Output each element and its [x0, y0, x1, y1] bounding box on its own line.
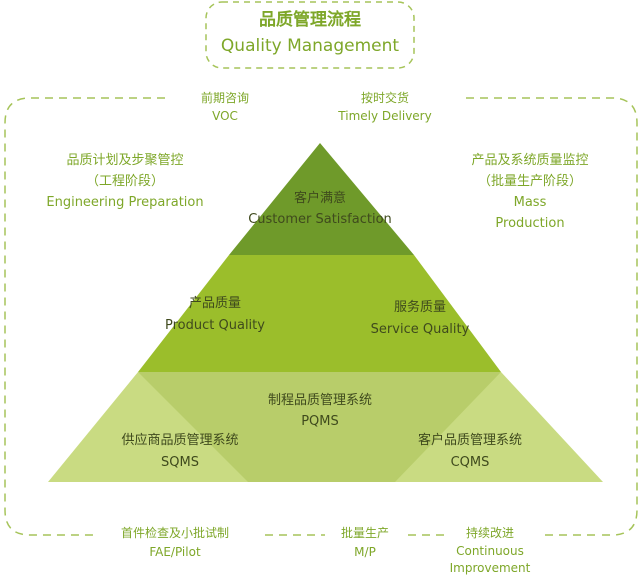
pqms-en: PQMS	[301, 414, 339, 429]
cqms-en: CQMS	[450, 455, 490, 470]
pyramid-bottom-center	[138, 372, 501, 482]
timely-delivery-label-en: Timely Delivery	[338, 109, 432, 123]
service-quality-en: Service Quality	[370, 322, 470, 337]
title-box-border	[205, 1, 415, 69]
pqms-zh: 制程品质管理系统	[267, 393, 372, 408]
fae-pilot-label-zh: 首件检查及小批试制	[120, 526, 229, 540]
pyramid-middle-tier	[138, 255, 501, 372]
timely-delivery-label-zh: 按时交货	[360, 91, 409, 105]
sqms-zh: 供应商品质管理系统	[121, 433, 239, 448]
voc-label-zh: 前期咨询	[200, 91, 249, 105]
mass-production-label-en-1: Mass	[513, 195, 547, 210]
title-zh: 品质管理流程	[259, 10, 361, 30]
mass-production-label-zh-stage: （批量生产阶段）	[477, 174, 582, 189]
mp-label-en: M/P	[354, 545, 376, 559]
service-quality-zh: 服务质量	[393, 300, 446, 315]
mass-production-label-zh: 产品及系统质量监控	[471, 153, 589, 168]
customer-satisfaction-zh: 客户满意	[293, 191, 346, 206]
title-en: Quality Management	[220, 36, 400, 56]
product-quality-zh: 产品质量	[188, 296, 241, 311]
product-quality-en: Product Quality	[165, 318, 265, 333]
sqms-en: SQMS	[161, 455, 199, 470]
continuous-label-en-1: Continuous	[456, 544, 524, 558]
mp-label-zh: 批量生产	[340, 526, 389, 540]
pyramid-top-tier	[229, 143, 414, 255]
outer-frame-right	[466, 97, 638, 536]
outer-frame-left	[4, 97, 165, 536]
continuous-label-zh: 持续改进	[465, 526, 514, 540]
engineering-label-zh: 品质计划及步聚管控	[66, 153, 184, 168]
fae-pilot-label-en: FAE/Pilot	[149, 545, 201, 559]
cqms-zh: 客户品质管理系统	[417, 433, 522, 448]
voc-label-en: VOC	[212, 109, 238, 123]
customer-satisfaction-en: Customer Satisfaction	[248, 212, 392, 227]
continuous-label-en-2: Improvement	[449, 561, 531, 575]
engineering-label-zh-stage: （工程阶段）	[85, 174, 164, 189]
mass-production-label-en-2: Production	[495, 216, 565, 231]
engineering-label-en: Engineering Preparation	[46, 195, 204, 210]
